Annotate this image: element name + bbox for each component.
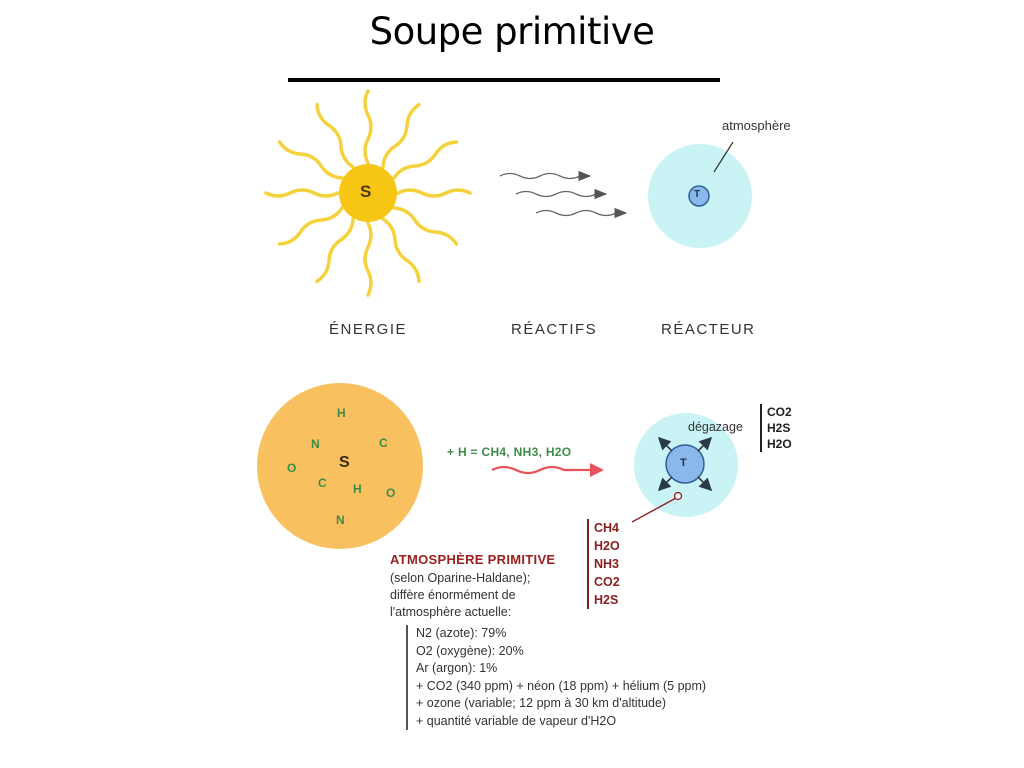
degassing-arrows-icon [657,436,713,492]
caption-reactants: RÉACTIFS [511,321,598,338]
soup-element: C [379,436,388,450]
gas-item: H2S [594,593,619,607]
atmosphere-pointer-line [713,141,734,173]
degassing-earth-label: T [680,457,687,469]
description-line: l'atmosphère actuelle: [390,605,512,619]
current-atmosphere-item: + CO2 (340 ppm) + néon (18 ppm) + hélium… [416,678,707,693]
gas-item: H2S [767,421,791,435]
reactant-arrows-icon [499,170,628,219]
gas-item: CO2 [594,575,620,589]
gas-item: NH3 [594,557,620,571]
current-atmosphere-item: + quantité variable de vapeur d'H2O [416,713,617,728]
soup-element: H [353,482,362,496]
caption-reactor: RÉACTEUR [661,321,756,338]
soup-element: H [337,406,346,420]
description-line: diffère énormément de [390,588,516,602]
sun-icon [339,164,397,222]
atmosphere-label: atmosphère [722,118,791,133]
earth-icon [688,185,710,207]
title-underline [288,78,720,82]
gas-item: CH4 [594,521,620,535]
soup-element: C [318,476,327,490]
soup-element: N [336,513,345,527]
earth-label: T [694,189,701,200]
degassing-gas-list: CO2 H2S H2O [760,404,792,452]
caption-energy: ÉNERGIE [329,321,408,338]
primitive-atmosphere-description: (selon Oparine-Haldane); diffère énormém… [390,570,530,621]
primitive-pointer-line [631,497,677,523]
primitive-atmosphere-title: ATMOSPHÈRE PRIMITIVE [390,552,556,567]
soup-element: O [386,486,396,500]
gas-item: H2O [767,437,792,451]
current-atmosphere-list: N2 (azote): 79% O2 (oxygène): 20% Ar (ar… [406,625,706,730]
primitive-pointer-dot [673,491,683,501]
description-line: (selon Oparine-Haldane); [390,571,531,585]
current-atmosphere-item: + ozone (variable; 12 ppm à 30 km d'alti… [416,696,667,710]
soup-center-label: S [339,454,350,471]
primordial-soup-circle [257,383,423,549]
reaction-arrow-icon [491,463,604,477]
gas-item: CO2 [767,405,792,419]
gas-item: H2O [594,539,620,553]
primitive-gas-list: CH4 H2O NH3 CO2 H2S [587,519,620,609]
soup-element: O [287,461,297,475]
degassing-earth-icon [665,444,705,484]
current-atmosphere-item: N2 (azote): 79% [416,626,507,640]
current-atmosphere-item: O2 (oxygène): 20% [416,643,524,658]
soup-element: N [311,437,320,451]
current-atmosphere-item: Ar (argon): 1% [416,661,498,675]
reaction-formula: + H = CH4, NH3, H2O [447,445,572,459]
sun-rays-icon [264,89,472,297]
sun-label: S [360,182,372,201]
degassing-label: dégazage [688,420,743,434]
slide-title: Soupe primitive [369,10,655,53]
